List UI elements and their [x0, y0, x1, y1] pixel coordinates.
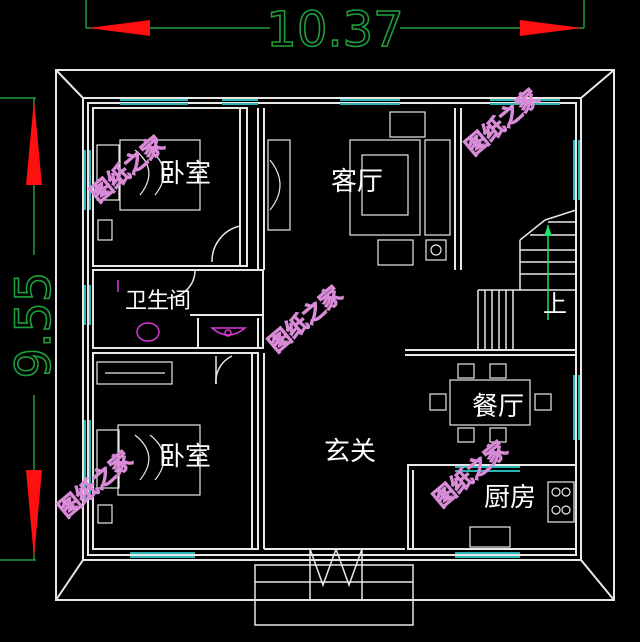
kitchen-counter-icon — [469, 481, 575, 548]
stair-arrow-icon — [544, 225, 552, 236]
furniture — [96, 111, 575, 548]
room-label-kitchen: 厨房 — [484, 483, 536, 513]
stairs-up-label: 上 — [543, 290, 567, 318]
windows — [84, 99, 580, 558]
room-labels: 卧室 客厅 卫生间 餐厅 卧室 玄关 厨房 上 — [125, 159, 567, 513]
height-dimension-label: 9.55 — [6, 272, 62, 379]
watermark: 图纸之家 — [53, 446, 138, 523]
room-label-bathroom: 卫生间 — [125, 289, 191, 314]
bathroom-fixtures — [117, 280, 248, 342]
bed-top-icon — [96, 139, 201, 241]
arrow-up-icon — [26, 100, 42, 185]
arrow-right-icon — [520, 20, 582, 36]
room-label-dining: 餐厅 — [472, 392, 524, 422]
dining-table-icon — [429, 363, 552, 443]
tv-cabinet-icon — [267, 139, 291, 231]
watermark: 图纸之家 — [263, 281, 348, 358]
room-label-bedroom-top: 卧室 — [159, 159, 211, 189]
room-label-entrance: 玄关 — [324, 437, 376, 467]
arrow-left-icon — [88, 20, 150, 36]
sink-icon — [210, 327, 248, 336]
room-label-living: 客厅 — [331, 167, 383, 197]
bed-bottom-icon — [96, 361, 201, 524]
staircase — [477, 209, 577, 350]
width-dimension-label: 10.37 — [266, 2, 403, 58]
watermark: 图纸之家 — [85, 131, 170, 208]
exterior-walls — [55, 69, 615, 601]
room-label-bedroom-bottom: 卧室 — [159, 442, 211, 472]
sofa-set-icon — [349, 111, 451, 266]
height-dimension: 9.55 — [0, 97, 63, 561]
watermark: 图纸之家 — [460, 84, 545, 161]
doors — [166, 225, 414, 626]
interior-walls — [92, 107, 577, 550]
arrow-down-icon — [26, 470, 42, 558]
width-dimension: 10.37 — [85, 0, 585, 59]
toilet-icon — [136, 322, 160, 342]
